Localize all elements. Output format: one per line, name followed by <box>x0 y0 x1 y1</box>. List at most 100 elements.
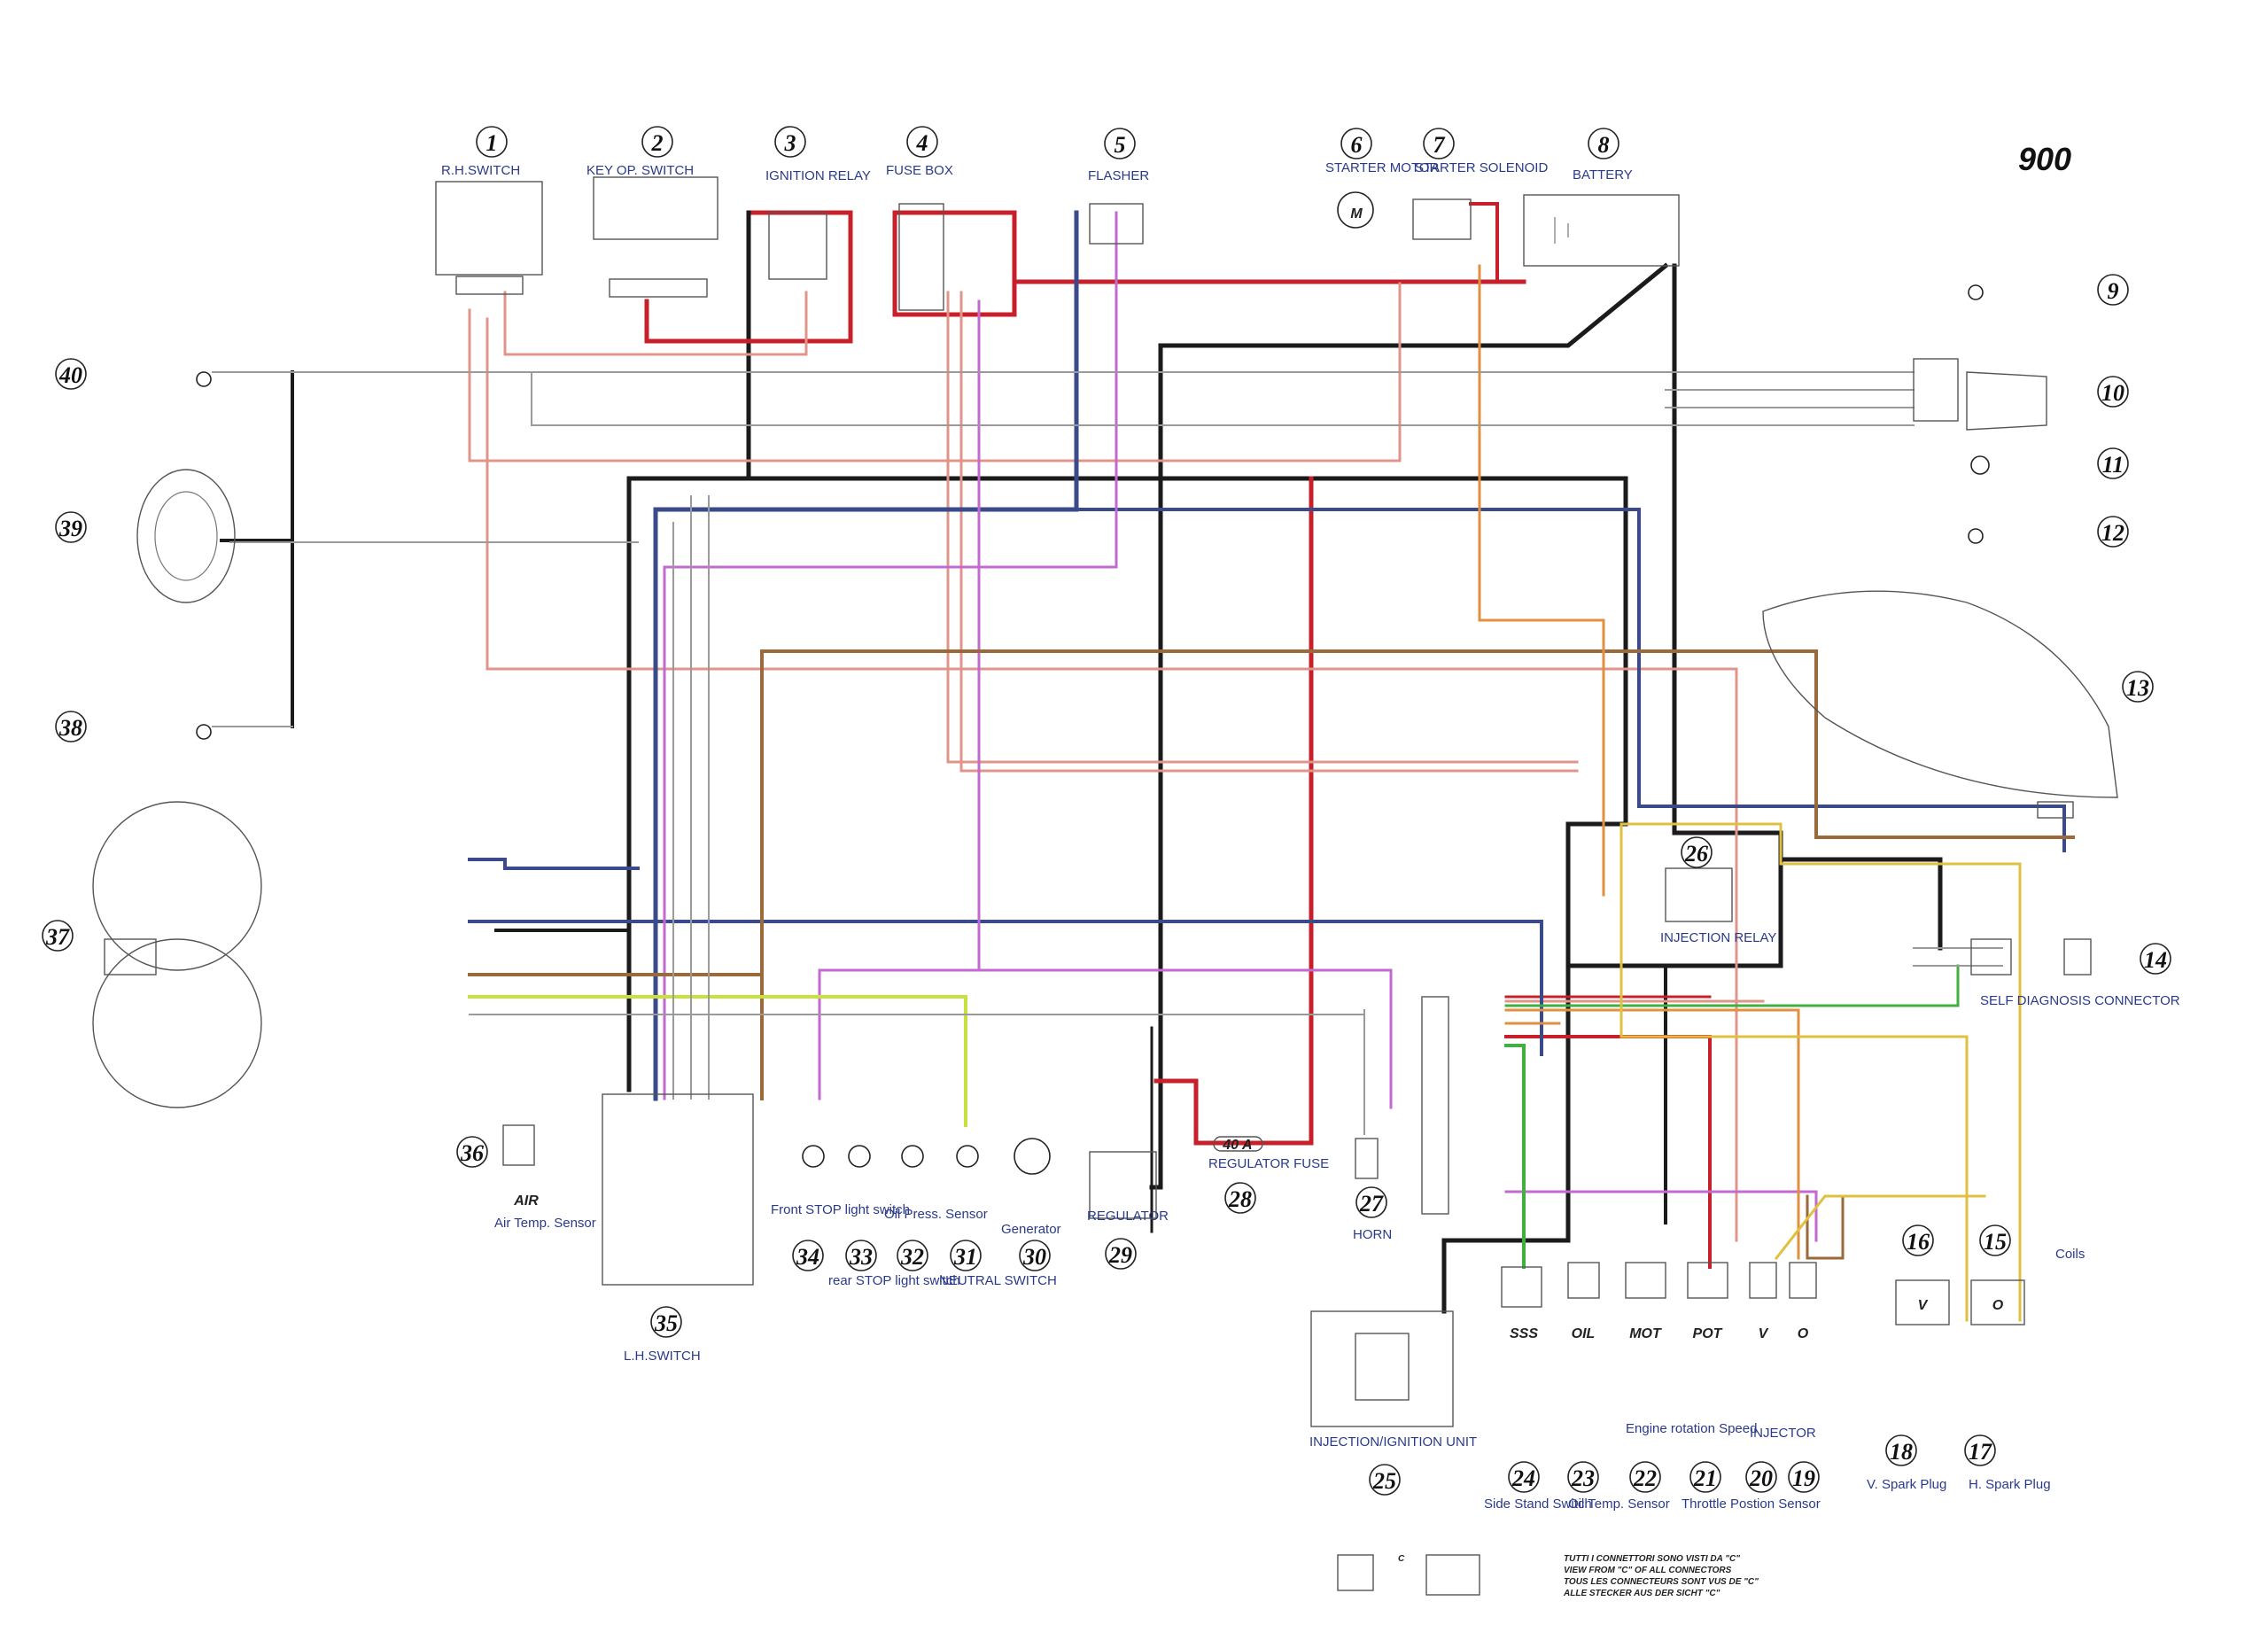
label-throttle-position: Throttle Postion Sensor <box>1682 1496 1821 1512</box>
label-injection-relay: INJECTION RELAY <box>1660 930 1776 945</box>
label-v-spark-plug: V. Spark Plug <box>1867 1477 1946 1492</box>
key-switch-connector <box>609 278 708 298</box>
wire-red-fusebox <box>892 210 1017 317</box>
tag-o: O <box>1798 1326 1809 1341</box>
wire-green-1 <box>1504 964 1960 1007</box>
svg-text:TUTTI I CONNETTORI SONO VISTI: TUTTI I CONNETTORI SONO VISTI DA "C" <box>1564 1554 1740 1564</box>
regulator-body <box>1089 1151 1157 1219</box>
starter-solenoid-body <box>1412 198 1472 240</box>
wire-orange-1 <box>1478 264 1605 897</box>
regulator-fuse-body <box>1213 1136 1263 1152</box>
tag-v: V <box>1759 1326 1769 1341</box>
wire-pink-2 <box>485 317 1738 1242</box>
wire-grey-2 <box>531 371 1915 426</box>
label-lh-switch: L.H.SWITCH <box>624 1349 701 1364</box>
callout-13: 13 <box>2126 675 2149 701</box>
callout-29: 29 <box>1108 1242 1132 1268</box>
diagram-title: 900 <box>2018 141 2071 177</box>
callout-32: 32 <box>900 1244 924 1270</box>
wire-brown-3 <box>1806 1194 1845 1260</box>
legend-connector <box>1337 1554 1374 1591</box>
callout-8: 8 <box>1598 132 1610 158</box>
self-diagnosis-cap <box>2063 938 2092 976</box>
label-battery: BATTERY <box>1573 167 1633 183</box>
callout-4: 4 <box>916 130 928 156</box>
coil-o-letter: O <box>1992 1298 2004 1313</box>
wire-green-2 <box>1504 1044 1526 1269</box>
legend-plug <box>1425 1554 1480 1596</box>
callout-7: 7 <box>1433 132 1446 158</box>
oil-connector <box>1567 1262 1600 1299</box>
wire-black-4 <box>1565 476 1628 1234</box>
tag-pot: POT <box>1693 1326 1723 1341</box>
callout-33: 33 <box>849 1244 873 1270</box>
rear-light-connector <box>1913 358 1959 422</box>
callout-38: 38 <box>58 715 82 741</box>
air-label: AIR <box>513 1193 539 1209</box>
callout-30: 30 <box>1022 1244 1046 1270</box>
label-oil-temp: Oil Temp. Sensor <box>1568 1496 1670 1512</box>
callout-10: 10 <box>2101 380 2124 406</box>
wire-yellow-1 <box>1619 822 2022 1322</box>
wire-pink-3 <box>503 291 808 356</box>
callout-24: 24 <box>1511 1465 1535 1491</box>
warning-lights-panel <box>104 938 157 976</box>
wire-black-ecu <box>1441 263 1783 1314</box>
callout-34: 34 <box>796 1244 819 1270</box>
key-switch-body <box>593 176 718 240</box>
label-air-temp: Air Temp. Sensor <box>494 1216 596 1231</box>
fuse-box-body <box>898 203 944 311</box>
wire-brown-1 <box>760 649 2075 1100</box>
label-coils: Coils <box>2055 1247 2085 1262</box>
connector-view-letter: C <box>1398 1554 1405 1564</box>
wire-yellow-green <box>468 995 967 1127</box>
tail-light <box>1966 371 2047 431</box>
rh-switch-body <box>435 181 543 276</box>
rear-stop-switch <box>848 1145 871 1168</box>
horn-body <box>1355 1138 1379 1179</box>
v-coil <box>1895 1279 1950 1325</box>
lh-switch-body <box>602 1093 754 1286</box>
tag-oil: OIL <box>1572 1326 1596 1341</box>
rh-switch-connector <box>455 276 524 295</box>
label-horn: HORN <box>1353 1227 1392 1242</box>
wire-black-5 <box>1778 857 1943 951</box>
wire-orange-2 <box>1504 1008 1800 1260</box>
wire-red-ecu <box>1504 1035 1712 1269</box>
callout-2: 2 <box>651 130 664 156</box>
callout-28: 28 <box>1228 1186 1252 1212</box>
label-h-spark-plug: H. Spark Plug <box>1969 1477 2051 1492</box>
bulb-40 <box>196 371 212 387</box>
tag-sss: SSS <box>1510 1326 1538 1341</box>
callout-14: 14 <box>2144 947 2167 973</box>
wire-blue-3 <box>468 858 640 870</box>
oil-press-sensor <box>901 1145 924 1168</box>
label-starter-motor: STARTER MOTOR <box>1325 160 1440 175</box>
callout-11: 11 <box>2102 452 2124 478</box>
o-injector-connector <box>1789 1262 1817 1299</box>
callout-20: 20 <box>1749 1465 1773 1491</box>
callout-12: 12 <box>2101 520 2124 546</box>
flasher-body <box>1089 203 1144 245</box>
tag-mot: MOT <box>1629 1326 1662 1341</box>
connector-note: TUTTI I CONNETTORI SONO VISTI DA "C" VIE… <box>1398 1554 1759 1598</box>
fuse-rating: 40 A <box>1222 1138 1252 1153</box>
label-self-diagnosis: SELF DIAGNOSIS CONNECTOR <box>1980 993 2180 1008</box>
label-engine-rotation: Engine rotation Speed <box>1626 1421 1757 1436</box>
svg-text:VIEW FROM "C" OF ALL CONNECTOR: VIEW FROM "C" OF ALL CONNECTORS <box>1564 1566 1732 1575</box>
self-diagnosis-plug <box>1970 938 2012 976</box>
coil-v-letter: V <box>1918 1298 1929 1313</box>
svg-text:ALLE STECKER AUS DER SICHT "C": ALLE STECKER AUS DER SICHT "C" <box>1563 1589 1720 1598</box>
ecu-body <box>1310 1310 1454 1427</box>
fuel-tank <box>1762 590 2118 798</box>
callout-22: 22 <box>1633 1465 1657 1491</box>
callout-6: 6 <box>1351 132 1363 158</box>
label-oil-press: Oil Press. Sensor <box>884 1207 988 1222</box>
callout-3: 3 <box>784 130 796 156</box>
wire-pink-5 <box>959 291 1579 773</box>
wire-black-battery <box>1158 262 1669 348</box>
wire-red-regulator <box>1153 476 1314 1146</box>
wires <box>212 202 2075 1322</box>
bulb-12 <box>1968 528 1984 544</box>
wire-violet-2 <box>818 299 981 1100</box>
